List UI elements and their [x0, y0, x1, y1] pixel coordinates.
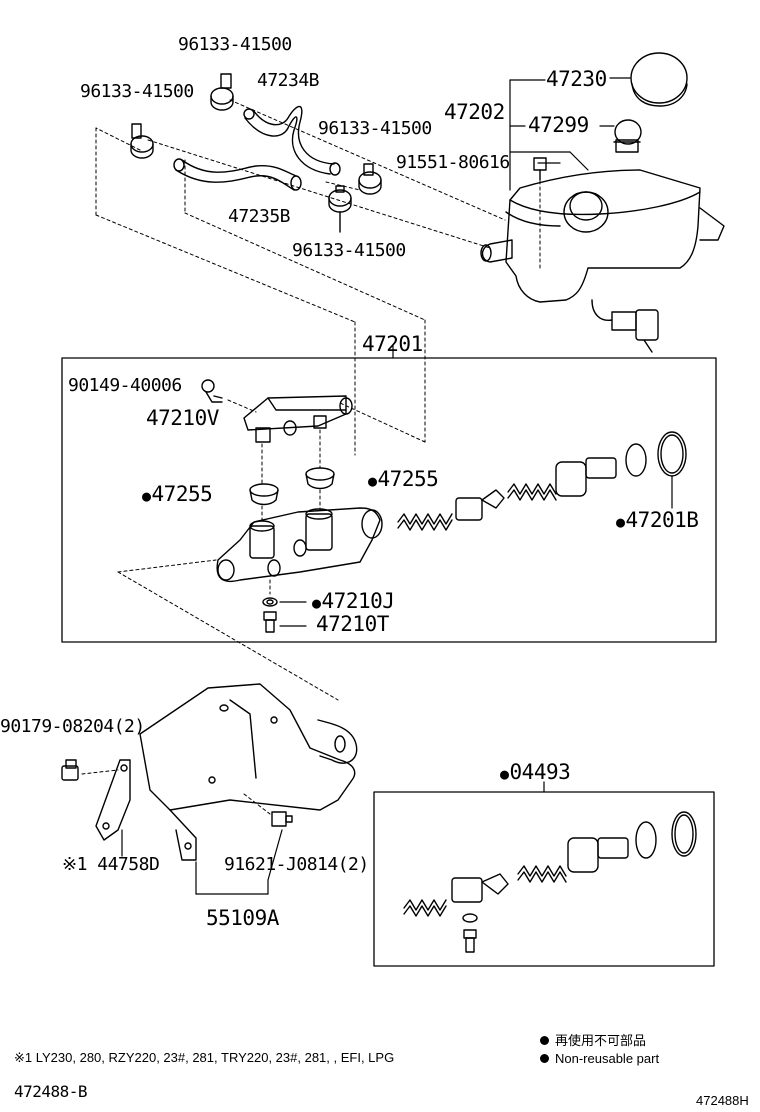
- label-bracket-note: ※1 44758D: [62, 854, 160, 875]
- label-hose-upper: 47234B: [257, 70, 320, 91]
- hose-upper: [243, 105, 341, 176]
- dashed-lines-top: [95, 99, 541, 456]
- repair-kit-parts: [403, 811, 697, 953]
- master-cylinder-box: [61, 357, 717, 643]
- bracket-callouts: [121, 829, 283, 895]
- legend-jp: 再使用不可部品: [540, 1034, 646, 1047]
- piston-assembly: [397, 457, 617, 531]
- clip-top: [210, 73, 234, 111]
- reservoir-callouts: [509, 77, 631, 191]
- label-bolt-reservoir: 91551-80616: [396, 152, 510, 173]
- label-clip-right-upper: 96133-41500: [318, 118, 432, 139]
- nut-drawing: [61, 759, 79, 781]
- label-bracket: 55109A: [206, 906, 279, 930]
- bullet-icon: [540, 1054, 549, 1063]
- screw-drawing: [201, 379, 223, 403]
- seal-rings: [625, 431, 687, 509]
- figure-id-right: 472488H: [696, 1093, 749, 1108]
- label-clip-right-lower: 96133-41500: [292, 240, 406, 261]
- label-hose-lower: 47235B: [228, 206, 291, 227]
- label-grommet-right: 47255: [368, 469, 439, 490]
- label-reservoir-cap: 47230: [546, 67, 607, 91]
- reservoir-body: [480, 157, 725, 353]
- union-drawing: [243, 395, 353, 443]
- label-repair-kit: 04493: [500, 762, 571, 783]
- label-master-cylinder: 47201: [362, 332, 423, 356]
- reservoir-cap-drawing: [630, 52, 688, 107]
- label-bolt-bracket: 91621-J0814(2): [224, 854, 369, 875]
- clip-left: [130, 123, 154, 159]
- label-union: 47210V: [146, 406, 219, 430]
- label-nut: 90179-08204(2): [0, 716, 145, 737]
- label-strainer: 47299: [528, 113, 589, 137]
- bracket-bolt-drawing: [271, 811, 293, 827]
- bracket-sub-drawing: [95, 759, 131, 841]
- bullet-icon: [540, 1036, 549, 1045]
- stopper-bolt-drawing: [263, 611, 277, 633]
- clip-right-lower: [328, 185, 352, 233]
- strainer-drawing: [613, 119, 642, 153]
- label-reservoir: 47202: [444, 100, 505, 124]
- grommet-left-drawing: [249, 483, 279, 506]
- legend-en: Non-reusable part: [540, 1052, 659, 1065]
- clip-right-upper: [358, 163, 382, 195]
- label-gasket: 47210J: [312, 591, 395, 612]
- legend-jp-text: 再使用不可部品: [555, 1033, 647, 1048]
- label-clip-left: 96133-41500: [80, 81, 194, 102]
- master-cylinder-body: [216, 507, 383, 595]
- label-screw: 90149-40006: [68, 375, 182, 396]
- grommet-right-drawing: [305, 467, 335, 490]
- bracket-drawing: [139, 683, 358, 861]
- label-clip-top: 96133-41500: [178, 34, 292, 55]
- footnote: ※1 LY230, 280, RZY220, 23#, 281, TRY220,…: [14, 1050, 395, 1065]
- label-stopper-bolt: 47210T: [316, 612, 389, 636]
- label-kit-ring: 47201B: [616, 510, 699, 531]
- figure-id-left: 472488-B: [14, 1082, 88, 1101]
- hose-lower: [173, 158, 302, 191]
- label-grommet-left: 47255: [142, 484, 213, 505]
- legend-en-text: Non-reusable part: [555, 1051, 660, 1066]
- gasket-drawing: [262, 597, 278, 607]
